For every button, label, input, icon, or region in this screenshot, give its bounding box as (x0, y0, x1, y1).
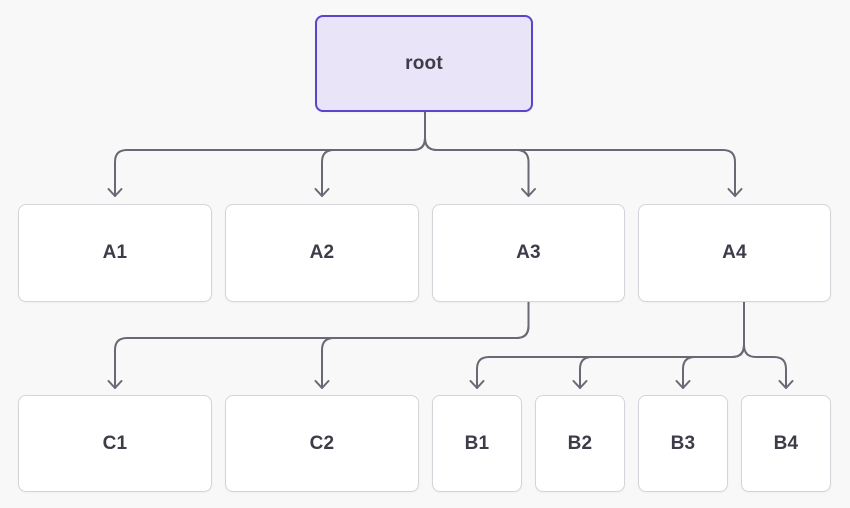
edge-a3-c2 (321, 301, 530, 389)
edge-a4-b2 (579, 301, 745, 389)
node-a4[interactable]: A4 (638, 204, 831, 302)
node-c1[interactable]: C1 (18, 395, 212, 492)
node-b1[interactable]: B1 (432, 395, 522, 492)
node-label: A1 (102, 242, 128, 263)
node-b4[interactable]: B4 (741, 395, 831, 492)
arrowhead-b4 (778, 380, 794, 389)
arrowhead-c2 (314, 380, 330, 389)
node-label: A3 (516, 242, 541, 263)
node-c2[interactable]: C2 (225, 395, 419, 492)
arrowhead-b2 (572, 380, 588, 389)
node-a3[interactable]: A3 (432, 204, 625, 302)
edge-root-a2 (321, 111, 426, 197)
node-a1[interactable]: A1 (18, 204, 212, 302)
arrowhead-c1 (107, 380, 123, 389)
node-label: A4 (722, 242, 747, 263)
node-b3[interactable]: B3 (638, 395, 728, 492)
node-label: root (405, 52, 443, 74)
edge-a4-b1 (476, 301, 745, 389)
arrowhead-a1 (107, 188, 123, 197)
node-label: A2 (309, 242, 335, 263)
node-b2[interactable]: B2 (535, 395, 625, 492)
edge-a4-b4 (743, 301, 787, 389)
edge-a3-c1 (114, 301, 530, 389)
arrowhead-b1 (469, 380, 485, 389)
arrowhead-b3 (675, 380, 691, 389)
node-label: B2 (567, 432, 593, 454)
edge-root-a3 (424, 111, 530, 197)
node-root[interactable]: root (315, 15, 533, 112)
edge-root-a4 (424, 111, 736, 197)
node-a2[interactable]: A2 (225, 204, 419, 302)
arrowhead-a3 (521, 188, 536, 197)
node-label: B3 (670, 432, 696, 454)
edge-a4-b3 (682, 301, 745, 389)
edge-root-a1 (114, 111, 426, 197)
node-label: B1 (464, 432, 490, 454)
node-label: C2 (309, 432, 335, 454)
arrowhead-a4 (727, 188, 743, 197)
arrowhead-a2 (314, 188, 330, 197)
node-label: B4 (773, 432, 799, 454)
node-label: C1 (102, 432, 128, 454)
